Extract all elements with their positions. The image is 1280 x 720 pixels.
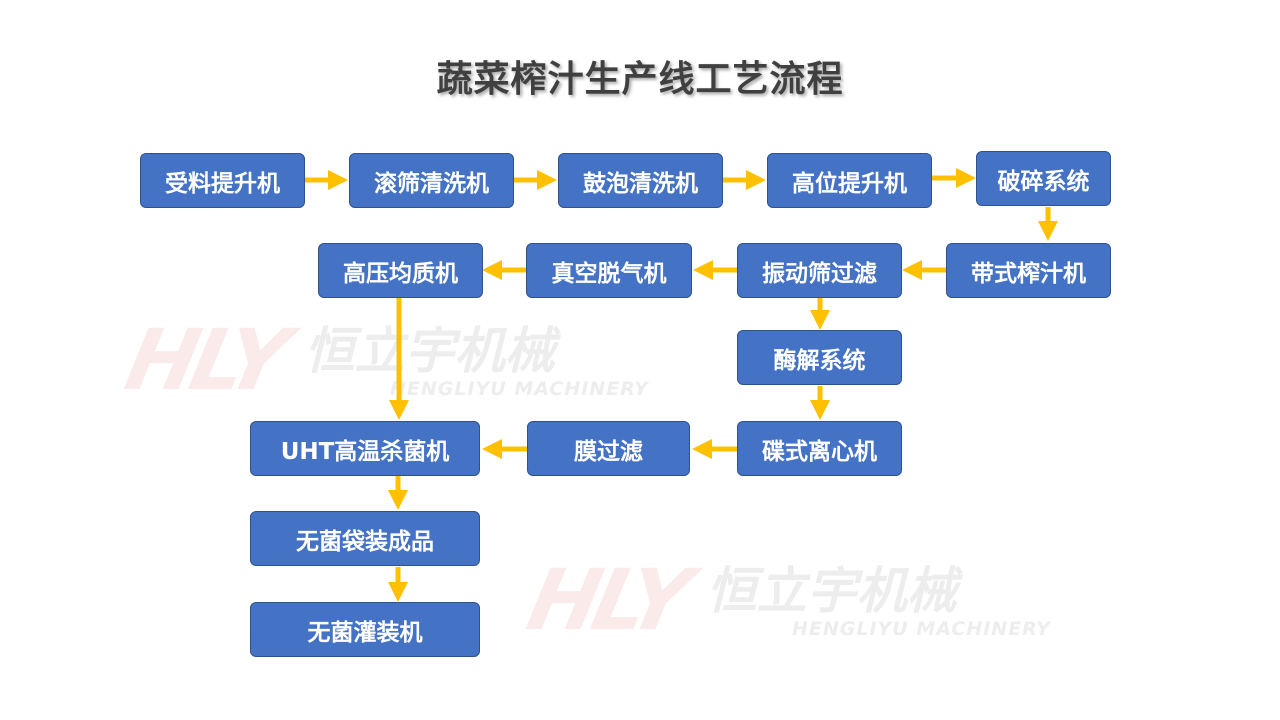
step-belt-juicer: 带式榨汁机 <box>946 243 1111 298</box>
step-disc-centrifuge: 碟式离心机 <box>737 421 902 476</box>
step-membrane-filter: 膜过滤 <box>527 421 690 476</box>
step-vibrating-screen-filter: 振动筛过滤 <box>737 243 902 298</box>
step-enzymolysis-system: 酶解系统 <box>737 330 902 385</box>
page-title: 蔬菜榨汁生产线工艺流程 <box>436 59 844 100</box>
step-high-pressure-homogenizer: 高压均质机 <box>318 243 483 298</box>
step-crushing-system: 破碎系统 <box>976 151 1111 206</box>
step-vacuum-degasser: 真空脱气机 <box>526 243 692 298</box>
step-high-elevator: 高位提升机 <box>767 153 932 208</box>
step-aseptic-bag-product: 无菌袋装成品 <box>250 511 480 566</box>
step-aseptic-filler: 无菌灌装机 <box>250 602 480 657</box>
step-bubble-washer: 鼓泡清洗机 <box>558 153 723 208</box>
step-receiving-elevator: 受料提升机 <box>140 153 305 208</box>
step-drum-screen-washer: 滚筛清洗机 <box>349 153 514 208</box>
step-uht-sterilizer: UHT高温杀菌机 <box>250 421 480 476</box>
